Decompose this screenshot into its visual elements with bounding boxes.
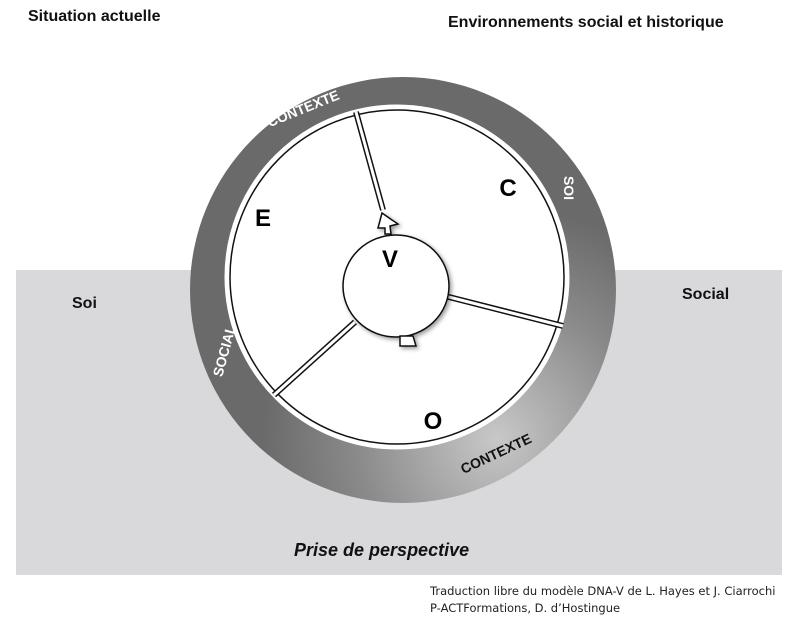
ring-soi: SOI <box>561 176 577 200</box>
arrow-up-icon <box>377 211 400 235</box>
values-core <box>342 211 450 347</box>
section-v: V <box>382 246 398 273</box>
title-environment: Environnements social et historique <box>448 14 724 31</box>
title-situation: Situation actuelle <box>28 8 161 25</box>
label-soi: Soi <box>72 295 97 312</box>
section-c: C <box>499 175 516 202</box>
arrow-down-icon <box>399 335 418 347</box>
section-e: E <box>255 205 271 232</box>
credit-line-1: Traduction libre du modèle DNA-V de L. H… <box>430 584 776 598</box>
section-o: O <box>424 408 443 435</box>
credit: Traduction libre du modèle DNA-V de L. H… <box>430 583 775 617</box>
label-perspective: Prise de perspective <box>294 540 470 560</box>
credit-line-2: P-ACTFormations, D. d’Hostingue <box>430 601 621 615</box>
label-social: Social <box>682 286 730 303</box>
